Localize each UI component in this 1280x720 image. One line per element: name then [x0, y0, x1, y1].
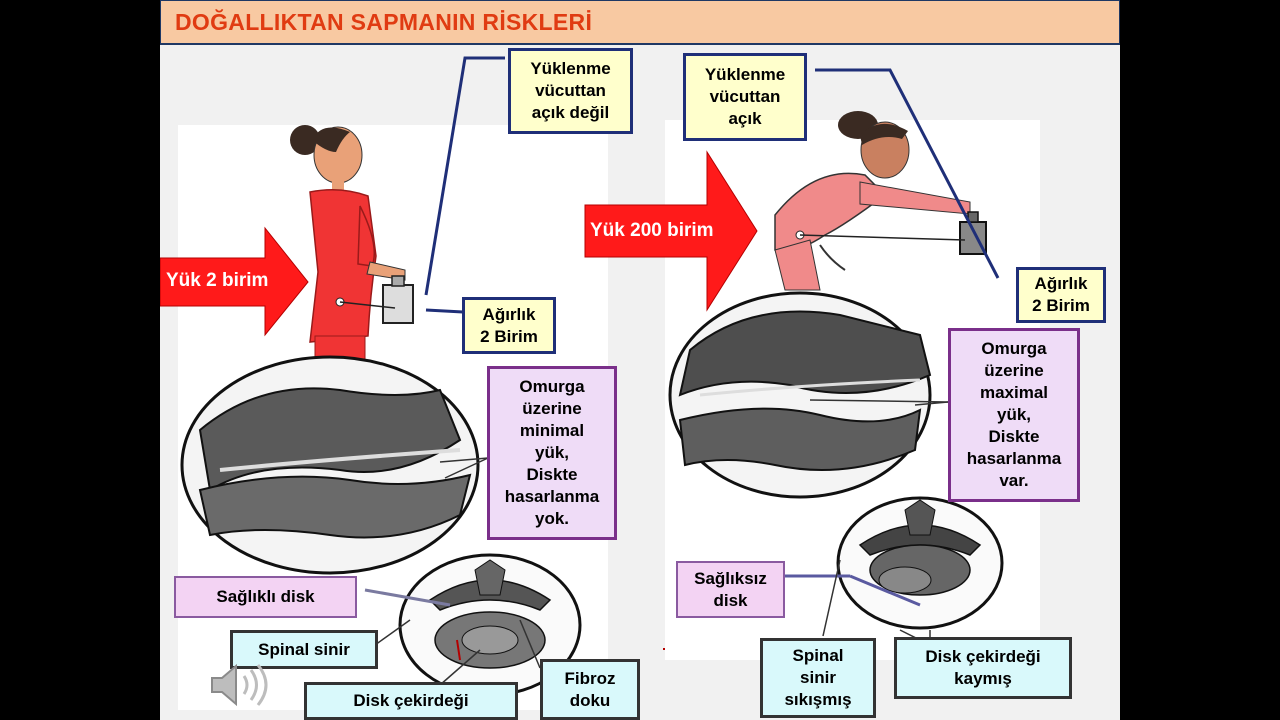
upright-person-figure: [290, 125, 414, 362]
right-load-callout: Yüklenme vücuttan açık: [683, 53, 807, 141]
speaker-icon[interactable]: [206, 660, 276, 710]
left-spine-callout: Omurga üzerine minimal yük, Diskte hasar…: [487, 366, 617, 540]
left-weight-callout: Ağırlık 2 Birim: [462, 297, 556, 354]
left-spinal-nerve-label: Spinal sinir: [230, 630, 378, 669]
right-weight-callout: Ağırlık 2 Birim: [1016, 267, 1106, 323]
bending-person-figure: [774, 111, 987, 291]
healthy-spine-illustration: [180, 355, 480, 575]
slide: DOĞALLIKTAN SAPMANIN RİSKLERİ: [160, 0, 1120, 720]
title-bar: DOĞALLIKTAN SAPMANIN RİSKLERİ: [160, 0, 1120, 45]
illustration-art: [160, 56, 1004, 697]
right-spine-callout: Omurga üzerine maximal yük, Diskte hasar…: [948, 328, 1080, 502]
healthy-disc-label: Sağlıklı disk: [174, 576, 357, 618]
fibrous-tissue-label: Fibroz doku: [540, 659, 640, 720]
slide-title: DOĞALLIKTAN SAPMANIN RİSKLERİ: [175, 9, 593, 35]
left-disc-nucleus-label: Disk çekirdeği: [304, 682, 518, 720]
compressed-spine-illustration: [668, 291, 932, 499]
left-load-arrow: [160, 226, 309, 337]
right-spinal-nerve-label: Spinal sinir sıkışmış: [760, 638, 876, 718]
healthy-disc-illustration: [398, 553, 582, 697]
left-load-callout: Yüklenme vücuttan açık değil: [508, 48, 633, 134]
herniated-disc-illustration: [836, 496, 1004, 630]
unhealthy-disc-label: Sağlıksız disk: [676, 561, 785, 618]
right-disc-nucleus-label: Disk çekirdeği kaymış: [894, 637, 1072, 699]
right-load-arrow: [584, 150, 758, 312]
left-load-label: Yük 2 birim: [166, 270, 269, 291]
right-load-label: Yük 200 birim: [590, 220, 714, 241]
